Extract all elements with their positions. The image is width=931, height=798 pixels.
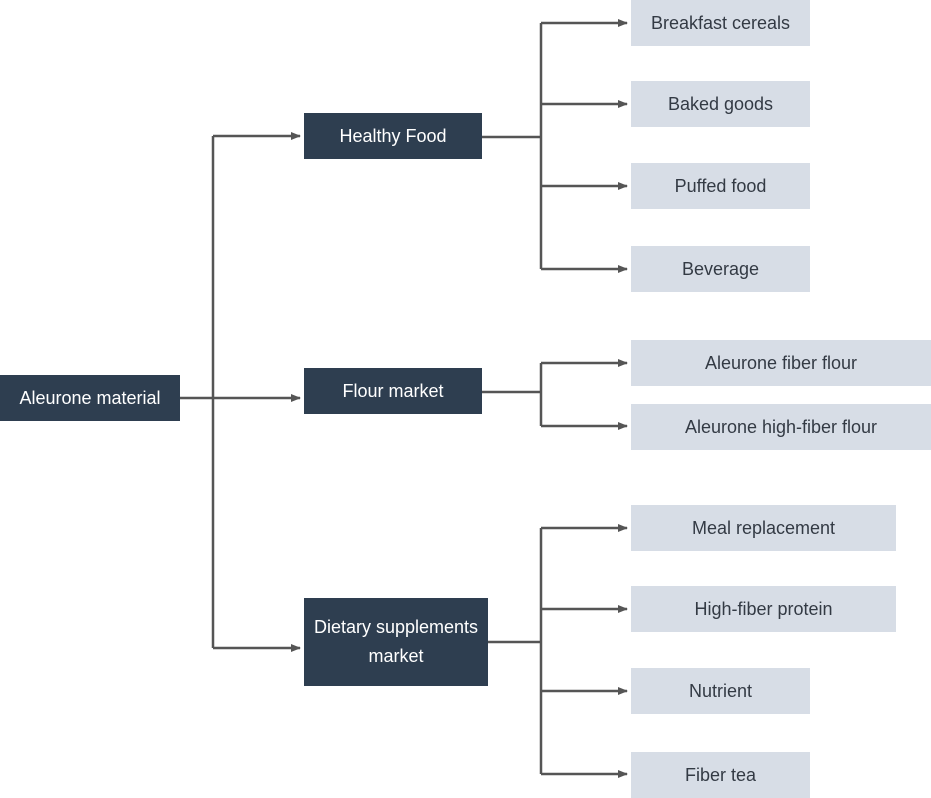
leaf-node-meal-replacement: Meal replacement [631,505,896,551]
leaf-node-aleurone-fiber-flour: Aleurone fiber flour [631,340,931,386]
category-node-dietary-supplements-market: Dietary supplements market [304,598,488,686]
leaf-node-high-fiber-protein: High-fiber protein [631,586,896,632]
leaf-node-baked-goods: Baked goods [631,81,810,127]
leaf-node-fiber-tea: Fiber tea [631,752,810,798]
leaf-node-puffed-food: Puffed food [631,163,810,209]
leaf-node-nutrient: Nutrient [631,668,810,714]
category-node-flour-market: Flour market [304,368,482,414]
leaf-node-beverage: Beverage [631,246,810,292]
category-node-healthy-food: Healthy Food [304,113,482,159]
leaf-node-breakfast-cereals: Breakfast cereals [631,0,810,46]
root-node: Aleurone material [0,375,180,421]
leaf-node-aleurone-high-fiber-flour: Aleurone high-fiber flour [631,404,931,450]
